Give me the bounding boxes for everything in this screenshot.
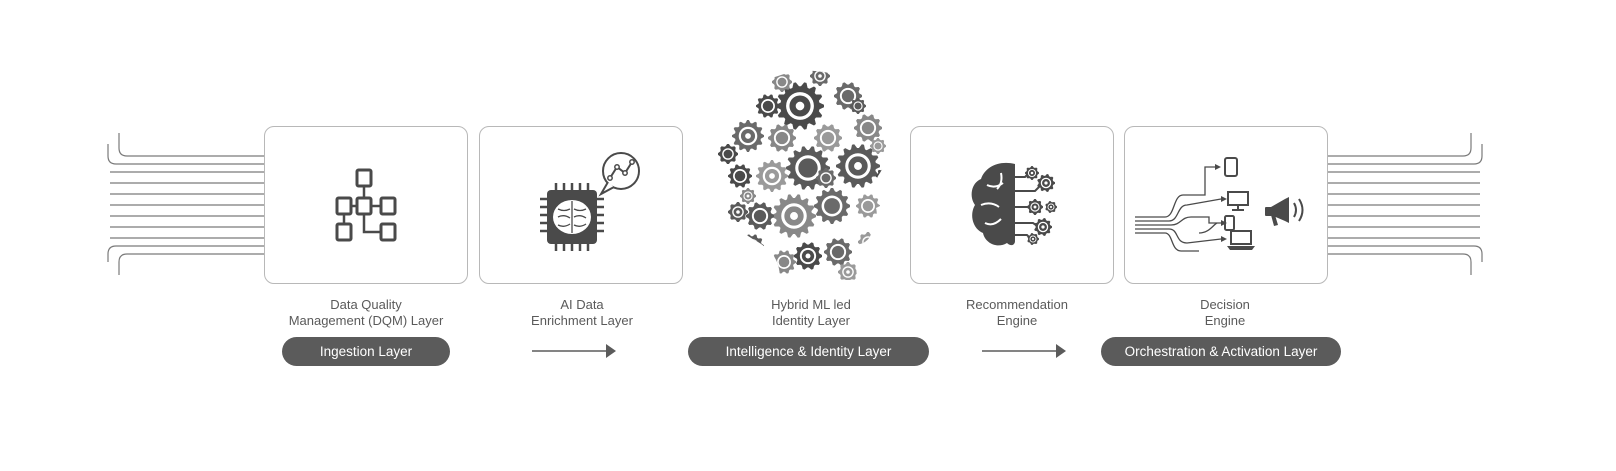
output-lines <box>1322 133 1483 275</box>
gear-head-icon <box>708 66 898 288</box>
dqm-layer-card <box>264 126 468 284</box>
stage-caption-recommendation: Recommendation Engine <box>966 297 1068 328</box>
right-arrow-icon <box>532 344 616 358</box>
stage-caption-ai-enrichment: AI Data Enrichment Layer <box>531 297 633 328</box>
intelligence-identity-layer-pill: Intelligence & Identity Layer <box>688 337 929 366</box>
right-arrow-icon <box>982 344 1066 358</box>
flowchart-icon <box>335 168 397 242</box>
ai-enrichment-card <box>479 126 683 284</box>
input-lines <box>107 133 268 275</box>
recommendation-card <box>910 126 1114 284</box>
orchestration-activation-layer-pill: Orchestration & Activation Layer <box>1101 337 1341 366</box>
stage-caption-decision: Decision Engine <box>1200 297 1250 328</box>
ingestion-layer-pill: Ingestion Layer <box>282 337 450 366</box>
multichannel-devices-icon <box>1135 157 1304 252</box>
stage-caption-identity: Hybrid ML led Identity Layer <box>771 297 851 328</box>
decision-card <box>1124 126 1328 284</box>
ai-chip-brain-icon <box>540 152 640 251</box>
stage-caption-dqm: Data Quality Management (DQM) Layer <box>288 297 444 328</box>
brain-gears-icon <box>971 162 1057 246</box>
